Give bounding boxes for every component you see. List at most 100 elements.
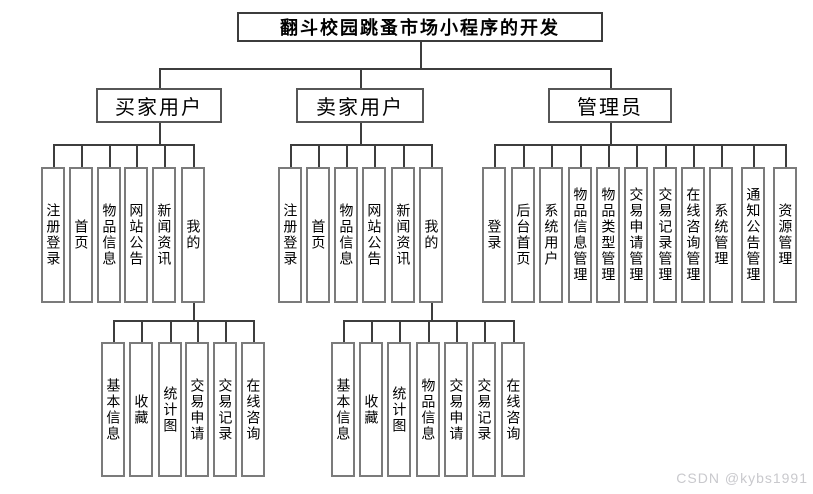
connector-line <box>494 144 496 167</box>
tree-node-label: 网站公告 <box>128 203 145 267</box>
connector-line <box>197 320 199 342</box>
connector-line <box>290 144 433 146</box>
tree-node-s2: 首页 <box>306 167 330 303</box>
connector-line <box>159 123 161 144</box>
tree-node-label: 收藏 <box>363 393 380 426</box>
tree-node-a3: 系统用户 <box>539 167 563 303</box>
connector-line <box>608 144 610 167</box>
tree-node-label: 交易记录 <box>217 377 234 442</box>
tree-node-label: 系统管理 <box>713 203 730 267</box>
tree-node-label: 物品信息管理 <box>572 187 589 283</box>
tree-node-b1: 注册登录 <box>41 167 65 303</box>
tree-node-a1: 登录 <box>482 167 506 303</box>
connector-line <box>513 320 515 342</box>
tree-node-label: 基本信息 <box>105 377 122 442</box>
connector-line <box>456 320 458 342</box>
connector-line <box>109 144 111 167</box>
tree-node-s5: 新闻资讯 <box>391 167 415 303</box>
tree-node-admin: 管理员 <box>548 88 672 123</box>
tree-node-label: 物品信息 <box>101 203 118 267</box>
tree-node-label: 后台首页 <box>515 203 532 267</box>
tree-node-sm3: 统计图 <box>387 342 411 477</box>
tree-node-a8: 在线咨询管理 <box>681 167 705 303</box>
tree-node-root: 翻斗校园跳蚤市场小程序的开发 <box>237 12 603 42</box>
tree-node-b4: 网站公告 <box>124 167 148 303</box>
connector-line <box>580 144 582 167</box>
tree-node-label: 系统用户 <box>543 203 560 267</box>
tree-node-s3: 物品信息 <box>334 167 358 303</box>
tree-node-a11: 资源管理 <box>773 167 797 303</box>
tree-node-b2: 首页 <box>69 167 93 303</box>
connector-line <box>399 320 401 342</box>
tree-node-s1: 注册登录 <box>278 167 302 303</box>
tree-node-label: 交易申请 <box>189 377 206 442</box>
tree-node-s6: 我的 <box>419 167 443 303</box>
tree-node-a6: 交易申请管理 <box>624 167 648 303</box>
connector-line <box>113 320 255 322</box>
connector-line <box>484 320 486 342</box>
tree-node-a10: 通知公告管理 <box>741 167 765 303</box>
tree-node-label: 交易申请管理 <box>628 187 645 283</box>
tree-node-label: 收藏 <box>133 393 150 426</box>
tree-node-a7: 交易记录管理 <box>653 167 677 303</box>
tree-node-label: 通知公告管理 <box>745 187 762 283</box>
connector-line <box>113 320 115 342</box>
connector-line <box>610 68 612 88</box>
tree-node-label: 买家用户 <box>115 97 203 119</box>
connector-line <box>290 144 292 167</box>
tree-node-a2: 后台首页 <box>511 167 535 303</box>
tree-node-a4: 物品信息管理 <box>568 167 592 303</box>
connector-line <box>159 68 161 88</box>
tree-node-label: 统计图 <box>391 385 408 434</box>
tree-node-label: 管理员 <box>577 97 643 119</box>
tree-node-label: 在线咨询 <box>245 377 262 442</box>
tree-node-sm2: 收藏 <box>359 342 383 477</box>
tree-node-label: 我的 <box>185 219 202 251</box>
connector-line <box>494 144 787 146</box>
connector-line <box>374 144 376 167</box>
connector-line <box>136 144 138 167</box>
tree-node-label: 卖家用户 <box>316 97 404 119</box>
connector-line <box>610 123 612 144</box>
connector-line <box>53 144 195 146</box>
tree-node-sm6: 交易记录 <box>472 342 496 477</box>
tree-node-label: 注册登录 <box>45 203 62 267</box>
connector-line <box>253 320 255 342</box>
connector-line <box>164 144 166 167</box>
tree-node-a5: 物品类型管理 <box>596 167 620 303</box>
csdn-watermark: CSDN @kybs1991 <box>676 470 808 486</box>
tree-node-b3: 物品信息 <box>97 167 121 303</box>
tree-node-sm5: 交易申请 <box>444 342 468 477</box>
tree-node-seller: 卖家用户 <box>296 88 424 123</box>
connector-line <box>431 144 433 167</box>
tree-node-label: 物品信息 <box>338 203 355 267</box>
connector-line <box>53 144 55 167</box>
tree-node-bm1: 基本信息 <box>101 342 125 477</box>
connector-line <box>225 320 227 342</box>
tree-node-label: 资源管理 <box>777 203 794 267</box>
connector-line <box>360 68 362 88</box>
connector-line <box>551 144 553 167</box>
connector-line <box>159 68 612 70</box>
connector-line <box>193 303 195 320</box>
tree-node-label: 交易申请 <box>448 377 465 442</box>
tree-node-label: 翻斗校园跳蚤市场小程序的开发 <box>280 18 560 38</box>
tree-node-label: 交易记录管理 <box>657 187 674 283</box>
connector-line <box>753 144 755 167</box>
tree-node-buyer: 买家用户 <box>96 88 222 123</box>
connector-line <box>403 144 405 167</box>
tree-node-label: 首页 <box>310 219 327 251</box>
connector-line <box>636 144 638 167</box>
connector-line <box>431 303 433 320</box>
connector-line <box>523 144 525 167</box>
tree-node-sm1: 基本信息 <box>331 342 355 477</box>
tree-node-b5: 新闻资讯 <box>152 167 176 303</box>
tree-node-bm3: 统计图 <box>158 342 182 477</box>
tree-node-label: 交易记录 <box>476 377 493 442</box>
connector-line <box>785 144 787 167</box>
tree-node-bm4: 交易申请 <box>185 342 209 477</box>
tree-node-label: 新闻资讯 <box>395 203 412 267</box>
tree-node-sm7: 在线咨询 <box>501 342 525 477</box>
tree-node-label: 注册登录 <box>282 203 299 267</box>
tree-node-label: 统计图 <box>162 385 179 434</box>
